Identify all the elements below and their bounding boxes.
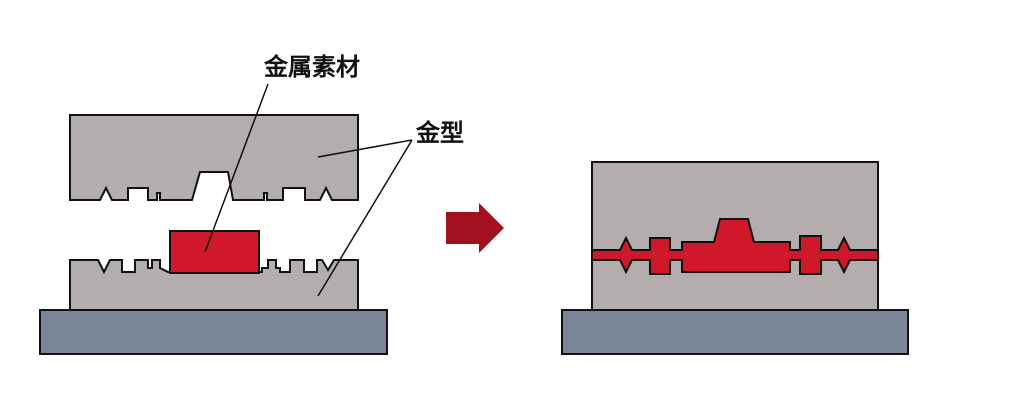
after-forging-group — [561, 161, 909, 355]
die-label: 金型 — [415, 119, 464, 147]
before-forging-group — [39, 114, 388, 355]
metal-material-leader — [204, 83, 269, 253]
process-arrow-icon — [446, 203, 504, 253]
forged-part — [591, 218, 879, 275]
leader-lines — [204, 83, 413, 297]
metal-material-block — [169, 230, 260, 274]
right-base-plate — [561, 309, 909, 355]
die-leader-lower — [317, 139, 413, 297]
die-leader-upper — [317, 139, 413, 158]
left-upper-die — [69, 114, 359, 201]
left-lower-die — [69, 259, 359, 311]
left-base-plate — [39, 309, 388, 355]
metal-material-label: 金属素材 — [263, 53, 360, 81]
